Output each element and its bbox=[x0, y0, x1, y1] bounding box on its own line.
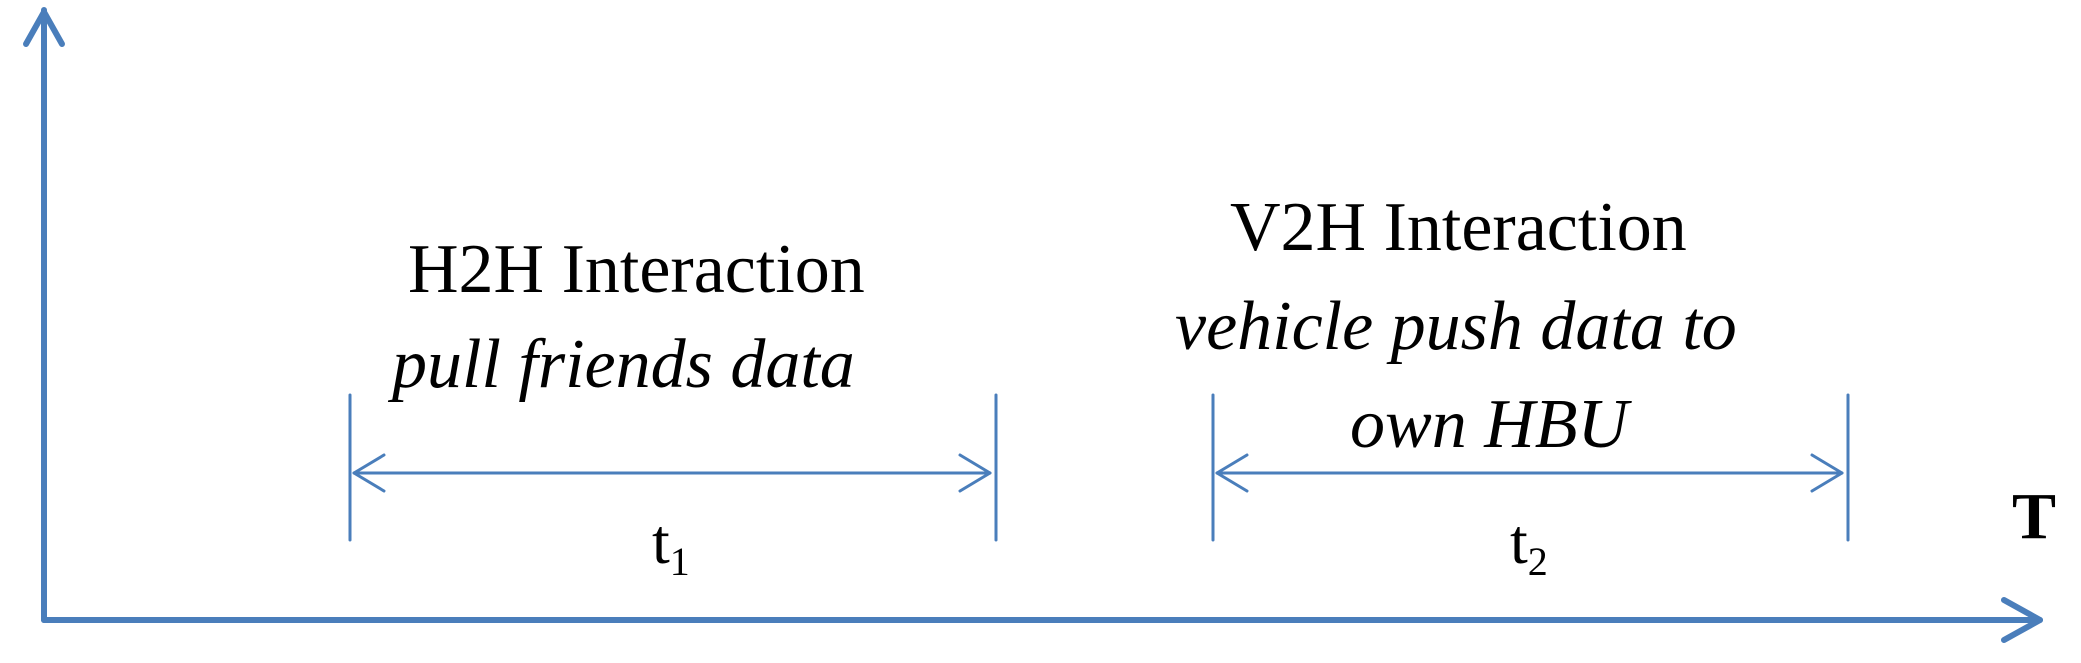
x-axis-label: T bbox=[2012, 480, 2057, 553]
interval-1-title: H2H Interaction bbox=[408, 231, 865, 308]
interval-2-left-arrowhead bbox=[1215, 453, 1249, 493]
interval-2-title: V2H Interaction bbox=[1230, 189, 1687, 266]
y-axis-arrowhead bbox=[23, 9, 65, 47]
interval-1-time-label: t1 bbox=[652, 506, 690, 584]
interval-2-right-arrowhead bbox=[1810, 453, 1844, 493]
interval-1-description-line-1: pull friends data bbox=[392, 326, 855, 403]
interval-2-description-line-2: own HBU bbox=[1350, 386, 1629, 463]
interval-2-description-line-1: vehicle push data to bbox=[1175, 288, 1737, 365]
interval-1-left-arrowhead bbox=[352, 453, 386, 493]
x-axis-arrowhead bbox=[2001, 597, 2043, 643]
interval-2-time-label: t2 bbox=[1510, 506, 1548, 584]
interval-1-right-arrowhead bbox=[958, 453, 992, 493]
